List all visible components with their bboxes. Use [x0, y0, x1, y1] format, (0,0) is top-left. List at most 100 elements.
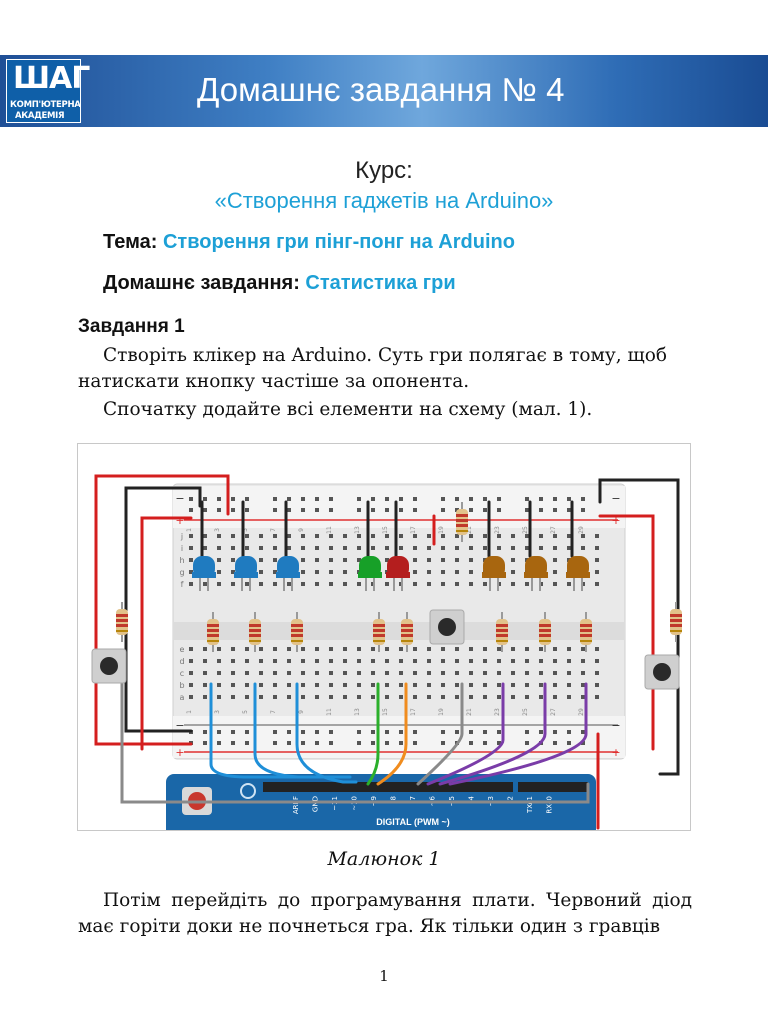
hole — [385, 671, 389, 675]
purple-wire — [438, 682, 547, 786]
rail-hole — [483, 741, 487, 745]
hole — [371, 546, 375, 550]
hole — [581, 671, 585, 675]
hole — [553, 534, 557, 538]
rail-hole — [357, 508, 361, 512]
rail-hole — [399, 508, 403, 512]
rail-hole — [581, 741, 585, 745]
center-gutter — [173, 622, 625, 640]
hole — [511, 683, 515, 687]
resistor-band — [670, 630, 682, 632]
resistor-band — [401, 640, 413, 642]
resistor-band — [456, 519, 468, 522]
rail-hole — [385, 508, 389, 512]
hole — [413, 683, 417, 687]
hole — [385, 582, 389, 586]
hole — [427, 546, 431, 550]
rail-hole — [497, 497, 501, 501]
rail-hole — [203, 741, 207, 745]
hole — [427, 534, 431, 538]
column-number: 27 — [550, 708, 557, 716]
rail-hole — [413, 508, 417, 512]
hole — [581, 659, 585, 663]
hole — [329, 546, 333, 550]
hole — [357, 659, 361, 663]
hole — [189, 558, 193, 562]
hole — [455, 534, 459, 538]
rail-hole — [497, 730, 501, 734]
column-number: 3 — [214, 710, 221, 714]
hole — [315, 558, 319, 562]
hole — [525, 695, 529, 699]
arduino-pin-label: TX▸1 — [526, 796, 534, 814]
hole — [553, 671, 557, 675]
hole — [287, 671, 291, 675]
hole — [497, 647, 501, 651]
rail-hole — [385, 730, 389, 734]
hole — [567, 683, 571, 687]
rail-hole — [329, 508, 333, 512]
resistor-band — [207, 634, 219, 637]
resistor-band — [670, 614, 682, 617]
rail-hole — [231, 730, 235, 734]
hole — [259, 558, 263, 562]
rail-hole — [567, 497, 571, 501]
hole — [413, 546, 417, 550]
column-number: 15 — [382, 526, 389, 534]
hole — [399, 683, 403, 687]
blue-wire — [209, 682, 348, 779]
resistor-band — [580, 640, 592, 642]
hole — [511, 582, 515, 586]
hole — [427, 647, 431, 651]
rail-hole — [357, 497, 361, 501]
hole — [441, 546, 445, 550]
resistor-band — [207, 640, 219, 642]
rail-hole — [273, 730, 277, 734]
resistor-band — [207, 624, 219, 627]
homework-row: Домашнє завдання: Статистика гри — [103, 272, 456, 294]
column-number: 27 — [550, 526, 557, 534]
column-number: 17 — [410, 526, 417, 534]
hole — [287, 695, 291, 699]
hole — [245, 647, 249, 651]
rail-hole — [273, 497, 277, 501]
hole — [231, 659, 235, 663]
hole — [259, 546, 263, 550]
hole — [385, 659, 389, 663]
document-title: Домашнє завдання № 4 — [197, 71, 565, 108]
hole — [217, 647, 221, 651]
hole — [539, 695, 543, 699]
hole — [287, 534, 291, 538]
rail-hole — [245, 497, 249, 501]
rail-sign: + — [611, 746, 620, 759]
row-letter: b — [179, 681, 184, 690]
row-letter: h — [179, 556, 184, 565]
hole — [441, 671, 445, 675]
hole — [511, 534, 515, 538]
hole — [301, 695, 305, 699]
hole — [553, 570, 557, 574]
hole — [371, 534, 375, 538]
arduino-pin-label: GND — [312, 796, 320, 812]
leds — [192, 556, 590, 591]
hole — [455, 546, 459, 550]
rail-hole — [567, 508, 571, 512]
hole — [343, 558, 347, 562]
resistor-band — [670, 619, 682, 622]
hole — [455, 695, 459, 699]
header-banner: ШАГ КОМП'ЮТЕРНА АКАДЕМІЯ Домашнє завданн… — [0, 55, 768, 127]
rail-hole — [217, 730, 221, 734]
rail-hole — [525, 741, 529, 745]
green-wire — [366, 682, 380, 786]
hole — [595, 582, 599, 586]
resistors — [116, 502, 682, 652]
pin-header-2 — [518, 782, 588, 792]
hole — [329, 570, 333, 574]
hole — [567, 582, 571, 586]
resistor-band — [291, 640, 303, 642]
gray-wire — [120, 672, 590, 804]
hole — [315, 546, 319, 550]
hole — [385, 647, 389, 651]
hole — [203, 534, 207, 538]
hole — [413, 534, 417, 538]
